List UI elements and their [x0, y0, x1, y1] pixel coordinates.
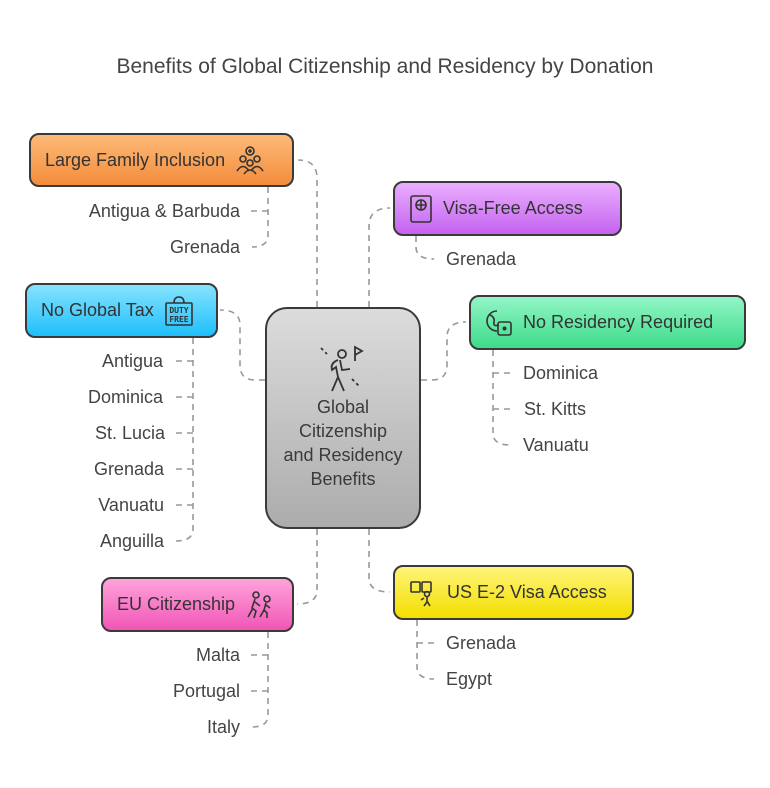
connector-eu	[296, 529, 318, 605]
connector-us-e2	[368, 529, 391, 593]
svg-text:FREE: FREE	[169, 315, 188, 324]
central-node: Global Citizenship and Residency Benefit…	[265, 307, 421, 529]
connector-visa-free	[368, 207, 391, 307]
family-plus-icon	[236, 146, 264, 175]
list-item: Vanuatu	[98, 495, 164, 515]
branch-label: Large Family Inclusion	[45, 149, 226, 170]
list-item: Vanuatu	[523, 435, 589, 455]
passport-icon	[410, 194, 432, 223]
list-item: Grenada	[93, 459, 164, 479]
list-item: Grenada	[169, 237, 240, 257]
branch-label: No Global Tax	[41, 300, 154, 320]
list-item: Dominica	[87, 387, 163, 407]
list-item: Antigua & Barbuda	[88, 201, 240, 221]
branch-no-residency-required: No Residency Required	[469, 295, 746, 350]
list-item: Dominica	[523, 363, 599, 383]
branch-label: EU Citizenship	[117, 594, 236, 614]
list-item: Egypt	[446, 669, 493, 689]
connector-no-residency	[421, 321, 467, 381]
list-item: Grenada	[446, 249, 517, 269]
branch-label: Visa-Free Access	[443, 198, 583, 218]
connector-large-family	[297, 159, 318, 307]
branch-us-e2-visa-access: US E-2 Visa Access	[393, 565, 634, 620]
central-label: Global Citizenship and Residency Benefit…	[283, 397, 403, 489]
branch-large-family-inclusion: Large Family Inclusion	[29, 133, 294, 187]
globe-lock-icon	[486, 309, 512, 336]
list-item: St. Kitts	[524, 399, 587, 419]
branch-eu-citizenship: EU Citizenship	[101, 577, 294, 632]
list-item: Antigua	[101, 351, 163, 371]
diagram-title: Benefits of Global Citizenship and Resid…	[116, 55, 654, 78]
branch-visa-free-access: Visa-Free Access	[393, 181, 622, 236]
visa-travel-icon	[410, 580, 432, 606]
list-item: Anguilla	[99, 531, 164, 551]
person-walking-to-flag-icon	[320, 345, 364, 392]
list-item: Malta	[195, 645, 240, 665]
connector-no-tax	[219, 309, 265, 381]
list-item: Portugal	[172, 681, 240, 701]
list-item: Grenada	[446, 633, 517, 653]
people-walking-icon	[247, 590, 271, 618]
branch-label: No Residency Required	[523, 312, 714, 332]
branch-label: US E-2 Visa Access	[447, 582, 607, 602]
list-item: Italy	[206, 717, 240, 737]
list-item: St. Lucia	[94, 423, 165, 443]
svg-text:DUTY: DUTY	[169, 306, 188, 315]
